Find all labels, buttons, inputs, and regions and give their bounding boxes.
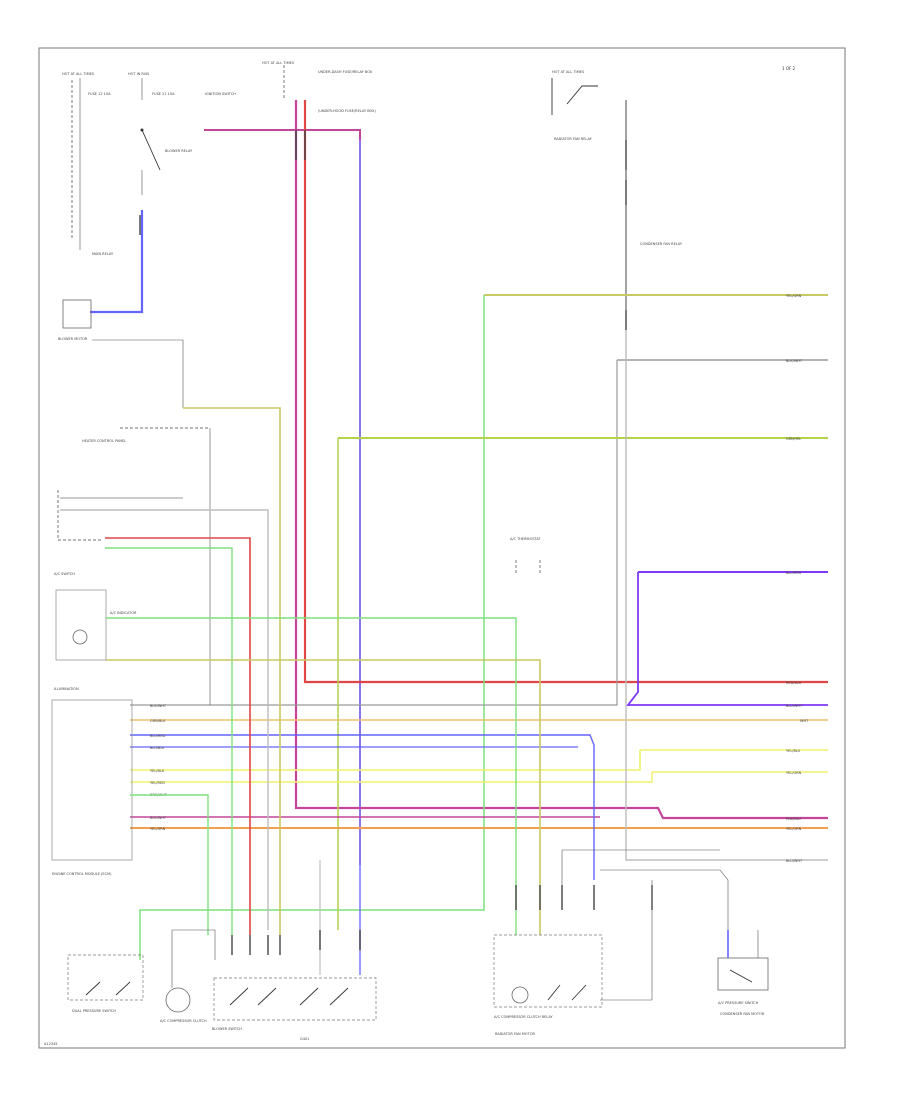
svg-text:BLU/BLK: BLU/BLK	[150, 746, 165, 750]
label-compressor-clutch: A/C COMPRESSOR CLUTCH	[160, 1019, 207, 1023]
wire-blu	[90, 210, 144, 314]
right-tag-red-blk: RED/BLK	[786, 681, 802, 685]
wire-red-blk	[303, 100, 828, 684]
right-tag-yel-orn: YEL/ORN	[786, 827, 802, 831]
label-thermostat: A/C THERMOSTAT	[510, 537, 542, 541]
svg-text:BLK/WHT: BLK/WHT	[150, 704, 167, 708]
label-ecm: ENGINE CONTROL MODULE (ECM)	[52, 872, 112, 876]
svg-text:GRN/YEL: GRN/YEL	[786, 437, 801, 441]
label-radiator-fan-relay: RADIATOR FAN RELAY	[554, 137, 593, 141]
wire-blu-wht-bottom	[625, 330, 828, 861]
connector-marks	[139, 130, 653, 955]
wire-pnk-blu	[294, 100, 828, 820]
svg-text:YEL/GRN: YEL/GRN	[150, 827, 166, 831]
blower-motor-box	[62, 299, 92, 329]
svg-text:BLK/WHT: BLK/WHT	[786, 359, 803, 363]
label-hot-at-all-times-3: HOT AT ALL TIMES	[552, 70, 585, 74]
svg-text:YEL/BLU: YEL/BLU	[786, 749, 801, 753]
right-tag-blu-red: BLU/RED	[786, 571, 802, 575]
label-condenser-fan: CONDENSER FAN MOTOR	[720, 1012, 765, 1016]
ac-pressure-switch-box	[717, 957, 769, 991]
svg-text:BLU/WHT: BLU/WHT	[786, 859, 803, 863]
right-tag-wht: WHT	[800, 719, 809, 723]
page-code: 1 OF 2	[782, 66, 796, 71]
right-tag-blu-wht: BLU/WHT	[786, 704, 803, 708]
svg-text:YEL/ORN: YEL/ORN	[786, 827, 802, 831]
label-illumination: ILLUMINATION	[54, 687, 79, 691]
compressor-clutch	[165, 987, 191, 1013]
svg-text:BLU/WHT: BLU/WHT	[786, 704, 803, 708]
ac-indicator-lamp	[72, 629, 88, 645]
label-hot-at-all-times-2: HOT AT ALL TIMES	[262, 61, 295, 65]
right-tag-blk-wht: BLK/WHT	[786, 359, 803, 363]
svg-text:GRN/BLK: GRN/BLK	[150, 719, 166, 723]
label-hot-at-all-times-1: HOT AT ALL TIMES	[62, 72, 95, 76]
wire-yel-grn-vert	[139, 295, 485, 960]
right-tag-yel-grn-2: YEL/GRN	[786, 771, 802, 775]
label-fuse-box-note: (UNDER-HOOD FUSE/RELAY BOX)	[318, 109, 376, 113]
label-hot-in-run: HOT IN RUN	[128, 72, 149, 76]
label-gnd: G401	[300, 1037, 309, 1041]
label-ignition-switch: IGNITION SWITCH	[205, 92, 236, 96]
right-tag-yel-grn-1: YEL/GRN	[786, 294, 802, 298]
svg-text:YEL/GRN: YEL/GRN	[786, 771, 802, 775]
svg-text:YEL/RED: YEL/RED	[150, 781, 165, 785]
label-blower-motor: BLOWER MOTOR	[58, 337, 88, 341]
right-tag-grn-yel: GRN/YEL	[786, 437, 801, 441]
svg-text:YEL/GRN: YEL/GRN	[786, 294, 802, 298]
right-tag-blu-wht-2: BLU/WHT	[786, 859, 803, 863]
svg-text:YEL/BLK: YEL/BLK	[150, 769, 165, 773]
wire-pnk-top	[204, 129, 361, 865]
label-dual-pressure-switch: DUAL PRESSURE SWITCH	[72, 1009, 116, 1013]
label-ac-switch: A/C SWITCH	[54, 572, 75, 576]
label-fuse-b: FUSE 21 15A	[152, 92, 175, 96]
label-main-relay: MAIN RELAY	[92, 252, 114, 256]
label-ac-clutch-relay: A/C COMPRESSOR CLUTCH RELAY	[494, 1015, 554, 1019]
label-fuse-relay-box: UNDER-DASH FUSE/RELAY BOX	[318, 70, 373, 74]
label-blower-switch: BLOWER SWITCH	[212, 1027, 242, 1031]
figure-id: A12345	[44, 1042, 58, 1046]
ecm-pin-tags: BLK/WHT GRN/BLK BLU/RED BLU/BLK YEL/BLK …	[150, 704, 168, 831]
svg-text:BLU/RED: BLU/RED	[786, 571, 802, 575]
label-fuse-a: FUSE 12 10A	[88, 92, 111, 96]
svg-text:BLU/RED: BLU/RED	[150, 734, 166, 738]
svg-text:RED/BLK: RED/BLK	[786, 681, 802, 685]
svg-text:BLK/WHT: BLK/WHT	[150, 816, 167, 820]
dual-pressure-switch-box	[67, 954, 144, 1001]
right-tag-pnk-blu: PNK/BLU	[786, 817, 801, 821]
ecm-box	[51, 699, 133, 861]
svg-text:PNK/BLU: PNK/BLU	[786, 817, 801, 821]
blower-switch-box	[213, 977, 377, 1021]
label-ac-indicator: A/C INDICATOR	[110, 611, 137, 615]
ac-switch-box	[55, 589, 107, 661]
label-condenser-fan-relay: CONDENSER FAN RELAY	[640, 242, 683, 246]
label-blower-relay: BLOWER RELAY	[165, 149, 193, 153]
svg-text:WHT: WHT	[800, 719, 809, 723]
ac-clutch-relay-box	[493, 934, 603, 1008]
right-tag-yel-blu: YEL/BLU	[786, 749, 801, 753]
label-heater-control: HEATER CONTROL PANEL	[82, 439, 126, 443]
label-radiator-fan: RADIATOR FAN MOTOR	[495, 1032, 535, 1036]
diagram-frame	[38, 47, 846, 1049]
label-ac-pressure-switch: A/C PRESSURE SWITCH	[718, 1001, 759, 1005]
